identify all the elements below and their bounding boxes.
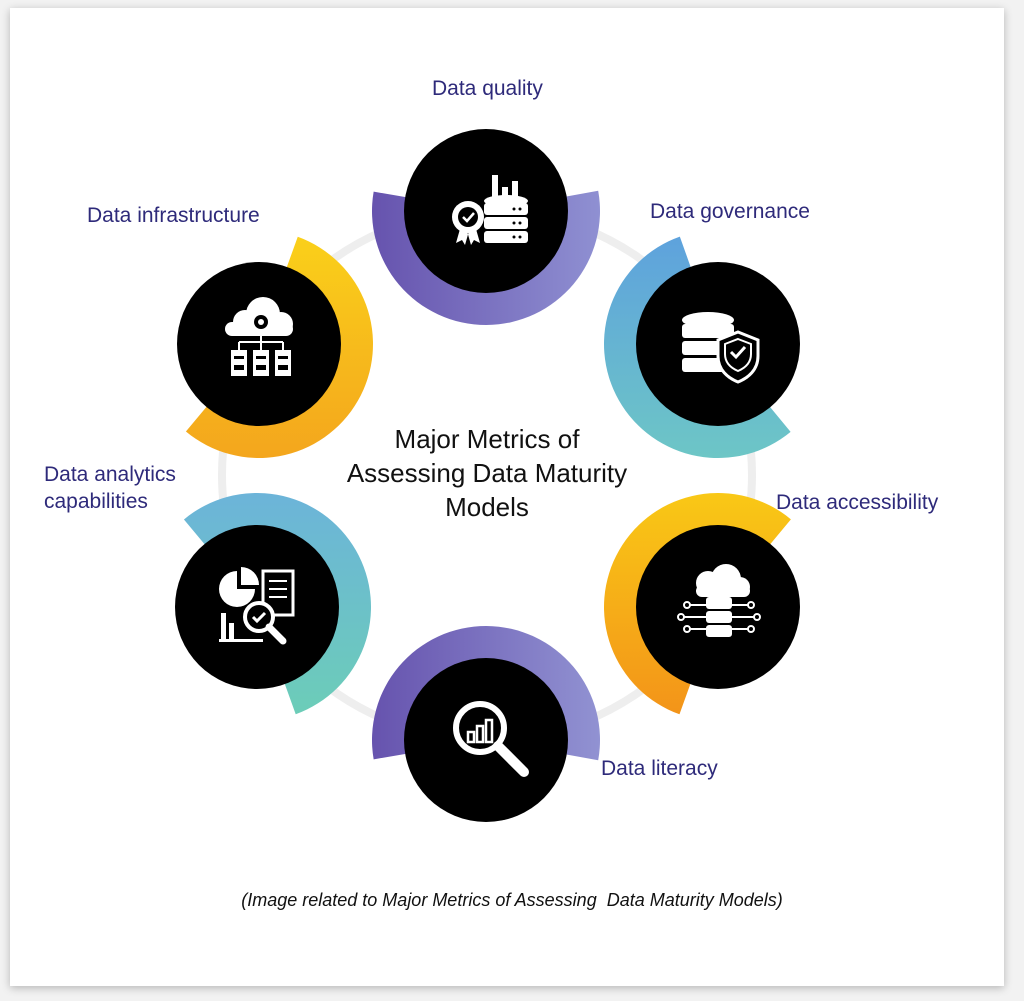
cloud-network-icon xyxy=(225,297,293,376)
node-circle xyxy=(177,262,341,426)
database-shield-icon xyxy=(682,312,760,384)
label-line: capabilities xyxy=(44,490,148,513)
label-data-quality: Data quality xyxy=(432,77,543,100)
caption: (Image related to Major Metrics of Asses… xyxy=(241,890,783,910)
node-data-literacy xyxy=(404,658,568,822)
node-data-governance xyxy=(636,262,800,426)
label-data-governance: Data governance xyxy=(650,200,810,223)
node-data-analytics-capabilities xyxy=(175,525,339,689)
report-analysis-icon xyxy=(219,567,295,645)
label-line: Data analytics xyxy=(44,463,176,486)
arc-data-literacy xyxy=(372,626,600,761)
magnifier-chart-icon xyxy=(453,701,529,777)
label-data-infrastructure: Data infrastructure xyxy=(87,204,260,227)
database-quality-icon xyxy=(452,175,528,245)
label-data-accessibility: Data accessibility xyxy=(776,491,939,514)
center-title: Major Metrics of Assessing Data Maturity… xyxy=(300,422,674,524)
node-data-quality xyxy=(404,129,568,293)
label-data-literacy: Data literacy xyxy=(601,757,718,780)
title-line: Models xyxy=(445,492,529,522)
label-data-analytics-capabilities: Data analytics capabilities xyxy=(44,461,176,515)
arc-data-quality xyxy=(372,190,600,325)
title-line: Major Metrics of xyxy=(394,424,580,454)
node-data-infrastructure xyxy=(177,262,341,426)
cloud-database-icon xyxy=(677,564,761,637)
title-line: Assessing Data Maturity xyxy=(346,458,628,488)
node-data-accessibility xyxy=(636,525,800,689)
